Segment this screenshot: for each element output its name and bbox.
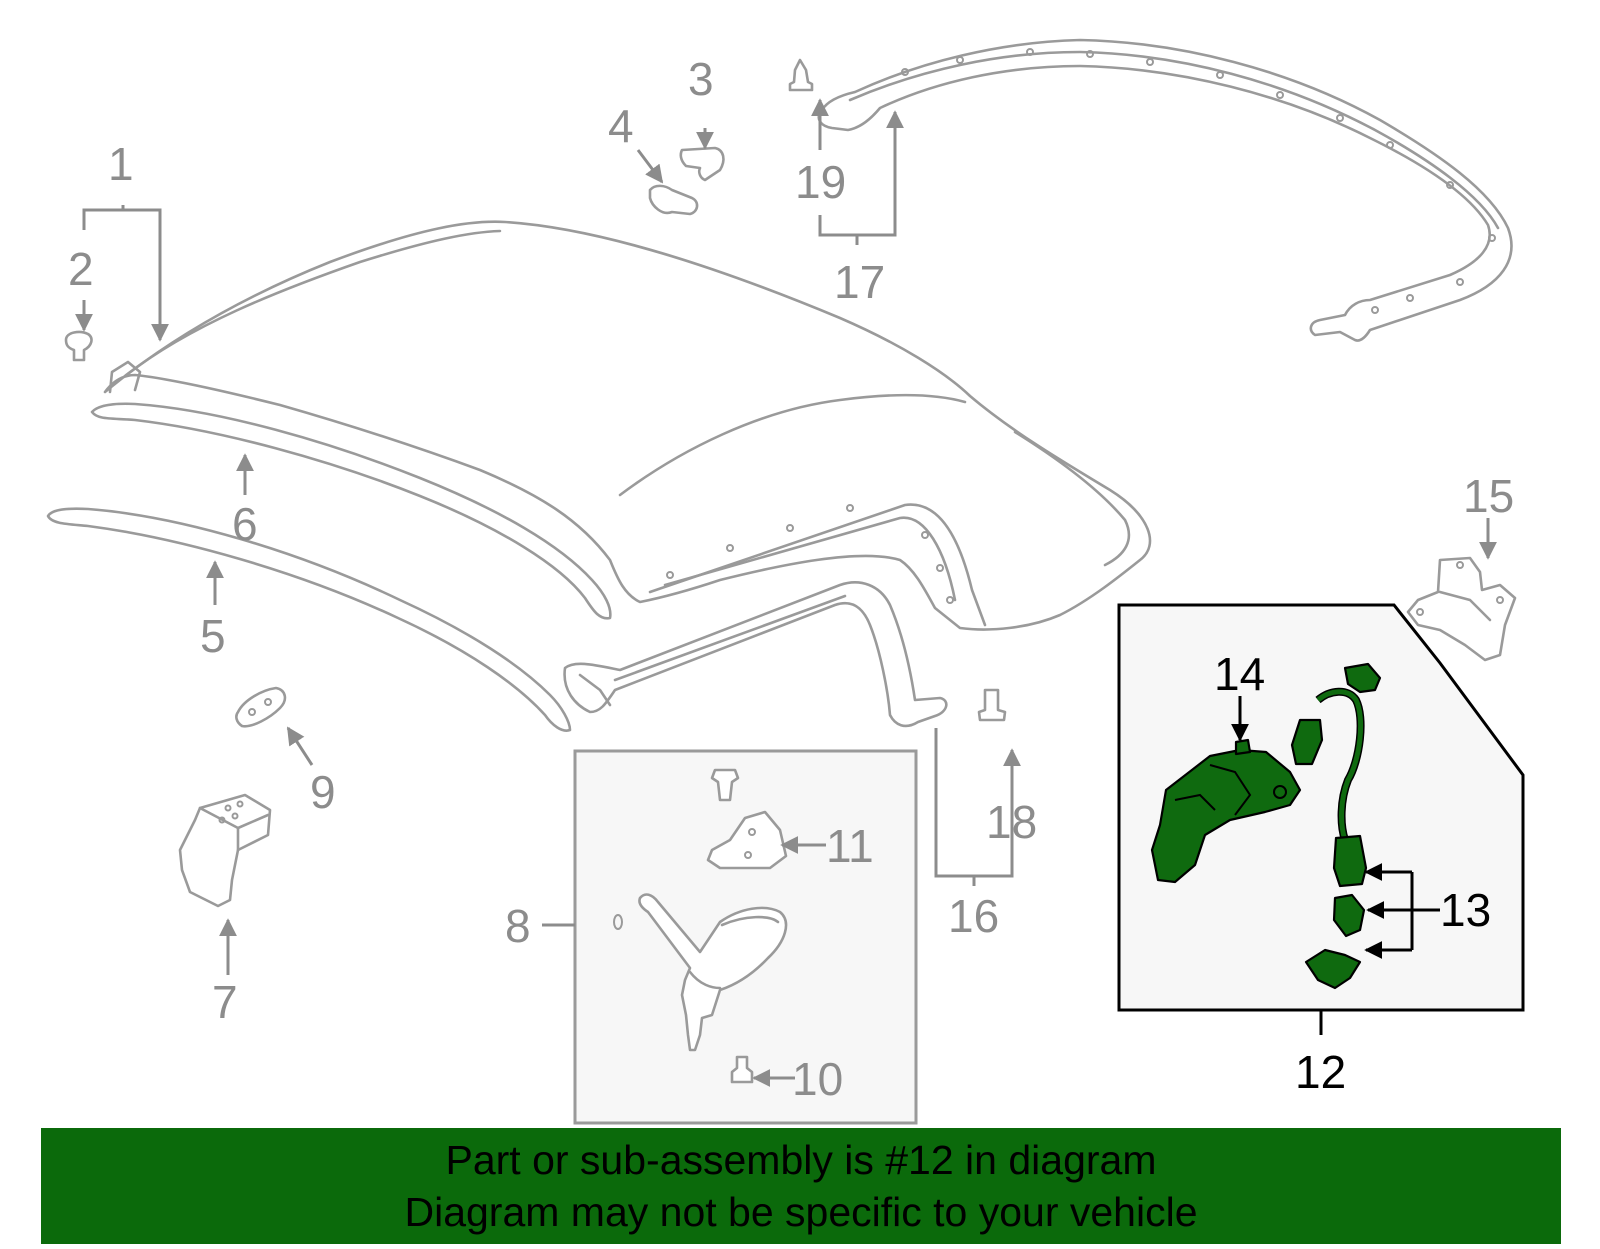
callout-12: 12 [1295,1046,1346,1098]
callout-17: 17 [834,256,885,308]
roof-panel [103,220,1152,631]
callout-6: 6 [232,498,258,550]
header-trim-17 [817,38,1513,342]
callout-16: 16 [948,890,999,942]
callout-14: 14 [1214,648,1265,700]
roof-rail-6 [90,402,612,620]
callout-2: 2 [68,243,94,295]
latch-14 [1150,738,1302,884]
mechanism-8 [613,893,788,1052]
bracket-9 [235,686,287,728]
callout-7: 7 [212,976,238,1028]
clip-19 [788,58,814,92]
bolt-11 [710,768,740,802]
cable-13 [1290,662,1382,990]
callout-1: 1 [108,138,134,190]
callout-5: 5 [200,610,226,662]
callout-labels: 1 2 3 4 5 6 7 8 9 10 11 12 13 14 15 16 1… [68,53,1514,1105]
callout-8: 8 [505,900,531,952]
callout-18: 18 [986,796,1037,848]
bracket-7 [178,793,272,908]
banner-line-2: Diagram may not be specific to your vehi… [404,1189,1198,1235]
callout-9: 9 [310,766,336,818]
callout-13: 13 [1440,884,1491,936]
clip-4 [648,184,699,216]
weatherstrip-16 [563,581,948,728]
leader-lines [75,98,1497,1087]
callout-4: 4 [608,100,634,152]
callout-15: 15 [1463,470,1514,522]
callout-10: 10 [792,1053,843,1105]
callout-19: 19 [795,156,846,208]
bolt-18 [977,688,1007,722]
bolt-10 [730,1055,754,1084]
clip-2 [64,330,93,362]
info-banner: Part or sub-assembly is #12 in diagram D… [41,1128,1561,1244]
bracket-11 [706,810,788,870]
roof-rail-5 [46,507,572,732]
bracket-15 [1406,556,1517,662]
banner-line-1: Part or sub-assembly is #12 in diagram [445,1137,1157,1183]
callout-11: 11 [826,820,874,872]
clip-3 [679,146,725,182]
callout-3: 3 [688,53,714,105]
